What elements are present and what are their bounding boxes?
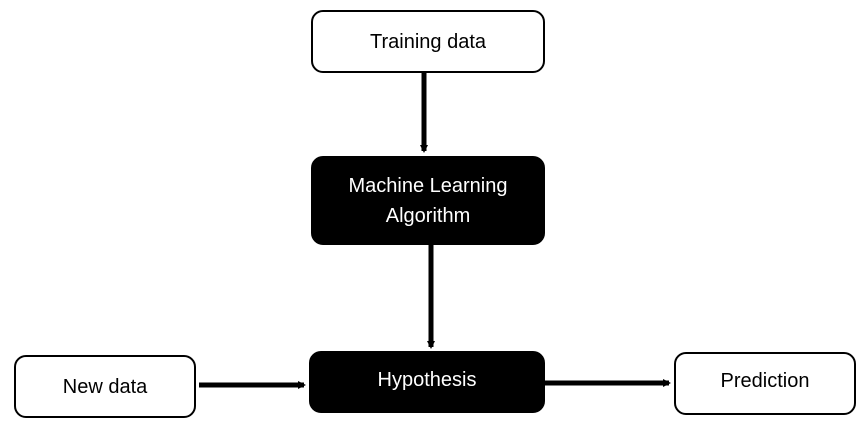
hypothesis-node: Hypothesis	[309, 351, 545, 413]
new-data-node: New data	[14, 355, 196, 418]
machine-learning-algorithm-node: Machine Learning Algorithm	[311, 156, 545, 245]
prediction-node: Prediction	[674, 352, 856, 415]
training-data-node: Training data	[311, 10, 545, 73]
